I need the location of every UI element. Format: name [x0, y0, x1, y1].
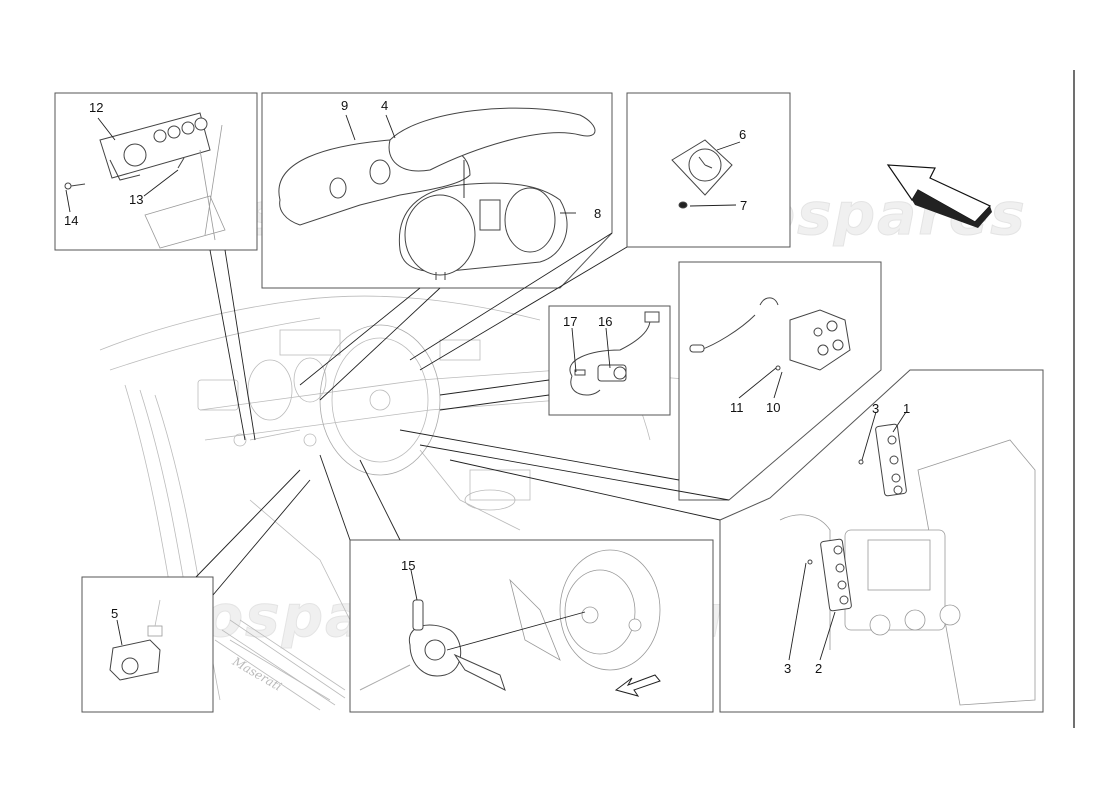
callout-16: 16	[598, 314, 613, 329]
callout-4: 4	[381, 98, 389, 113]
callout-1: 1	[903, 401, 911, 416]
arrow-back-icon	[614, 674, 661, 697]
trim-piece	[144, 124, 226, 249]
analog-clock	[671, 139, 733, 209]
callout-12: 12	[89, 100, 104, 115]
light-switch	[109, 599, 163, 681]
callout-14: 14	[64, 213, 79, 228]
switch-block	[689, 297, 851, 371]
callout-10: 10	[766, 400, 781, 415]
callout-13: 13	[129, 192, 144, 207]
callout-leaders	[65, 114, 907, 661]
callout-17: 17	[563, 314, 578, 329]
callout-11: 11	[730, 400, 744, 415]
stalk-switch-assembly	[359, 599, 506, 691]
callout-8: 8	[594, 206, 602, 221]
button-strip-2	[807, 538, 852, 612]
door-sill	[214, 619, 346, 711]
callout-3-bottom: 3	[784, 661, 792, 676]
callout-2: 2	[815, 661, 823, 676]
instrument-cluster	[278, 107, 596, 280]
callout-6: 6	[739, 127, 747, 142]
button-strip-1	[858, 423, 907, 497]
callout-7: 7	[740, 198, 748, 213]
dashboard-switch-panel	[64, 112, 211, 190]
panel-leader-lines	[195, 232, 730, 596]
sensor	[569, 311, 660, 396]
callout-9: 9	[341, 98, 349, 113]
callout-15: 15	[401, 558, 416, 573]
steering-wheel	[446, 549, 661, 671]
callout-3-top: 3	[872, 401, 880, 416]
callout-5: 5	[111, 606, 119, 621]
arrow-forward-icon	[886, 164, 992, 228]
console-frame	[779, 439, 1036, 706]
